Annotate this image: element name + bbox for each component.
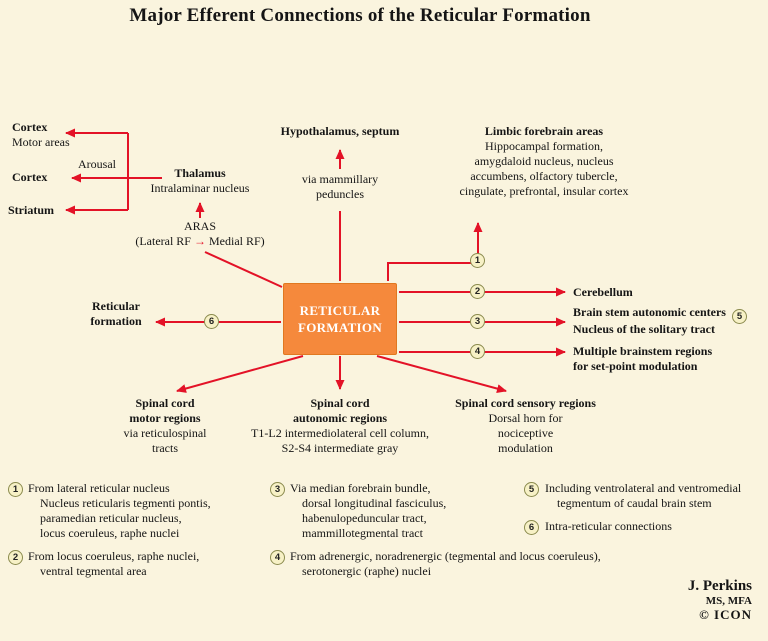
node-title: autonomic regions (292, 411, 388, 425)
text-line: Reticular (92, 299, 140, 313)
node-subtitle: T1-L2 intermediolateral cell column, (251, 426, 429, 440)
reticular-formation-box: RETICULAR FORMATION (283, 283, 397, 355)
node-title: motor regions (129, 411, 201, 425)
node-title: Limbic forebrain areas (484, 124, 604, 138)
node-subtitle: S2-S4 intermediate gray (281, 441, 399, 455)
node-striatum: Striatum (8, 203, 54, 217)
node-subtitle: Intralaminar nucleus (150, 181, 250, 195)
arousal-label: Arousal (78, 157, 116, 171)
footnote-line: tegmentum of caudal brain stem (557, 496, 712, 510)
node-spinal-motor: Spinal cord motor regions via reticulosp… (100, 396, 230, 456)
footnote-badge-1: 1 (8, 482, 23, 497)
node-title: Spinal cord (135, 396, 195, 410)
footnote-badge-3: 3 (270, 482, 285, 497)
footnote-badge-5: 5 (524, 482, 539, 497)
footnote-line: paramedian reticular nucleus, (40, 511, 182, 525)
footnote-badge-2: 2 (8, 550, 23, 565)
node-aras: ARAS (Lateral RF→Medial RF) (115, 219, 285, 249)
node-subtitle: Motor areas (12, 135, 70, 149)
text-line: Hippocampal formation, (485, 139, 603, 153)
footnote-1: From lateral reticular nucleus Nucleus r… (28, 481, 211, 541)
footnote-rest: Nucleus reticularis tegmenti pontis, par… (40, 496, 211, 541)
footnote-rest: serotonergic (raphe) nuclei (302, 564, 601, 579)
footnote-3: Via median forebrain bundle, dorsal long… (290, 481, 446, 541)
node-spinal-sensory: Spinal cord sensory regions Dorsal horn … (438, 396, 613, 456)
footnote-line: Including ventrolateral and ventromedial (545, 481, 742, 495)
page-title: Major Efferent Connections of the Reticu… (129, 5, 591, 26)
hypothalamus-route-label: via mammillary peduncles (280, 172, 400, 202)
footnote-5: Including ventrolateral and ventromedial… (545, 481, 741, 511)
node-spinal-autonomic: Spinal cord autonomic regions T1-L2 inte… (240, 396, 440, 456)
footnote-badge-4: 4 (270, 550, 285, 565)
footnote-line: From lateral reticular nucleus (28, 481, 170, 495)
node-subtitle: modulation (498, 441, 553, 455)
node-title: Thalamus (174, 166, 226, 180)
footnote-line: dorsal longitudinal fasciculus, (302, 496, 447, 510)
footnote-2: From locus coeruleus, raphe nuclei, vent… (28, 549, 199, 579)
footnote-line: From adrenergic, noradrenergic (tegmenta… (290, 549, 601, 563)
right-arrow-glyph: → (193, 234, 206, 248)
badge-5: 5 (731, 309, 747, 324)
node-cerebellum: Cerebellum (573, 285, 633, 299)
footnote-line: mammillotegmental tract (302, 526, 423, 540)
node-reticular-formation-left: Reticular formation (82, 299, 150, 329)
footnote-rest: dorsal longitudinal fasciculus, habenulo… (302, 496, 446, 541)
footnote-line: Intra-reticular connections (545, 519, 672, 533)
footnote-4: From adrenergic, noradrenergic (tegmenta… (290, 549, 601, 579)
artist-degrees: MS, MFA (705, 595, 752, 608)
node-title: Cortex (12, 120, 48, 134)
badge-3: 3 (470, 314, 485, 329)
footnote-rest: ventral tegmental area (40, 564, 199, 579)
node-subtitle: Dorsal horn for (488, 411, 563, 425)
node-hypothalamus-septum: Hypothalamus, septum (280, 124, 400, 138)
footnote-line: Via median forebrain bundle, (290, 481, 431, 495)
text-line: cingulate, prefrontal, insular cortex (459, 184, 629, 198)
node-title: ARAS (183, 219, 216, 233)
node-subtitle: nociceptive (497, 426, 554, 440)
footnote-line: ventral tegmental area (40, 564, 147, 578)
footnote-line: From locus coeruleus, raphe nuclei, (28, 549, 200, 563)
footnote-line: locus coeruleus, raphe nuclei (40, 526, 180, 540)
artist-credit: J. Perkins MS, MFA © ICON (688, 578, 752, 623)
badge-1: 1 (470, 253, 485, 268)
text-line: formation (90, 314, 142, 328)
text-line: accumbens, olfactory tubercle, (470, 169, 618, 183)
box-line: FORMATION (297, 320, 383, 335)
footnote-line: serotonergic (raphe) nuclei (302, 564, 432, 578)
aras-route-right: Medial RF) (208, 234, 265, 248)
badge-2: 2 (470, 284, 485, 299)
node-cortex-arousal: Cortex (12, 170, 48, 184)
node-thalamus: Thalamus Intralaminar nucleus (130, 166, 270, 196)
node-multiple-brainstem: Multiple brainstem regions for set-point… (573, 344, 712, 374)
node-title: Spinal cord (310, 396, 370, 410)
footnote-line: Nucleus reticularis tegmenti pontis, (40, 496, 211, 510)
badge-6: 6 (204, 314, 219, 329)
node-title: Spinal cord sensory regions (455, 396, 596, 410)
icon-logo: © ICON (699, 606, 752, 622)
box-line: RETICULAR (299, 303, 381, 318)
badge-4: 4 (470, 344, 485, 359)
aras-route-left: (Lateral RF (135, 234, 191, 248)
node-solitary-tract: Nucleus of the solitary tract (573, 322, 715, 336)
artist-name: J. Perkins (687, 578, 752, 594)
node-subtitle: via reticulospinal (123, 426, 207, 440)
aras-route: (Lateral RF→Medial RF) (115, 234, 285, 249)
node-subtitle: tracts (152, 441, 178, 455)
text-line: amygdaloid nucleus, nucleus (474, 154, 614, 168)
text-line: for set-point modulation (573, 359, 698, 373)
footnote-6: Intra-reticular connections (545, 519, 672, 534)
text-line: peduncles (316, 187, 364, 201)
footnote-rest: tegmentum of caudal brain stem (557, 496, 741, 511)
node-title: Brain stem autonomic centers (573, 305, 726, 319)
text-line: via mammillary (301, 172, 379, 186)
node-brainstem-autonomic: Brain stem autonomic centers 5 (573, 305, 747, 324)
node-cortex-motor: Cortex Motor areas (12, 120, 70, 150)
node-limbic-forebrain: Limbic forebrain areas Hippocampal forma… (425, 124, 663, 199)
footnote-line: habenulopeduncular tract, (302, 511, 427, 525)
text-line: Multiple brainstem regions (573, 344, 713, 358)
footnote-badge-6: 6 (524, 520, 539, 535)
